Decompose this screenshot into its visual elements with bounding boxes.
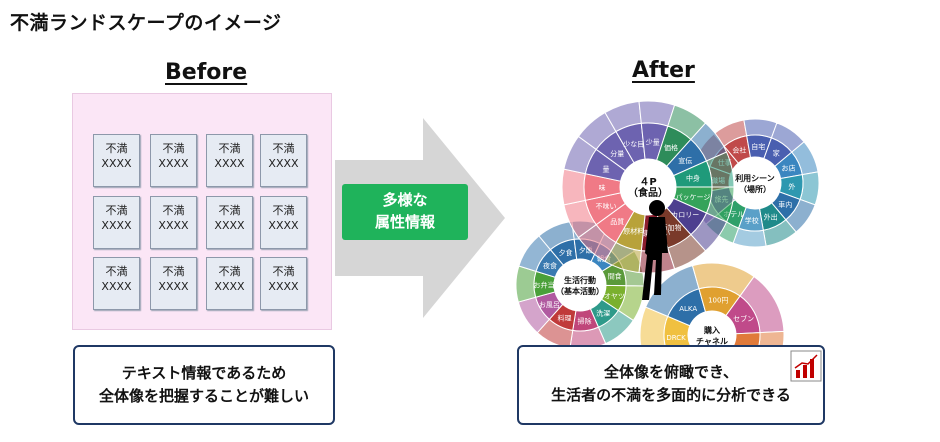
wheel-segment-label: 量	[602, 165, 609, 173]
wheel-segment-label: 原材料	[623, 227, 644, 236]
sunburst-wheels: 夕食夕飯朝食間食オヤツ洗濯掃除料理お風呂お弁当夜食生活行動（基本活動） 職場仕事…	[515, 100, 820, 345]
wheel-segment-label: 品質	[610, 217, 624, 226]
wheel-segment-label: お風呂	[539, 301, 560, 309]
wheel-segment-label: パッケージ	[676, 194, 711, 202]
wheel-segment-label: ALKA	[679, 305, 697, 313]
person-silhouette-icon	[642, 200, 668, 300]
wheel-segment-label: 学校	[745, 216, 759, 225]
wheel-center-label: （食品）	[628, 186, 668, 199]
wheel-center-label: ４P	[639, 176, 656, 188]
wheel-segment-label: 少な目	[623, 140, 644, 148]
wheel-center	[554, 259, 606, 311]
wheel-segment-label: お弁当	[534, 280, 555, 289]
wheel-outer-segment	[561, 168, 586, 206]
wheel-segment-label: 外出	[764, 213, 778, 222]
wheel-segment-label: 100円	[708, 297, 728, 305]
wheel-segment-label: 料理	[558, 314, 572, 323]
wheel-segment-label: 少量	[646, 138, 660, 146]
wheel-center-label: （場所）	[739, 184, 771, 194]
wheel-segment-label: 宣伝	[678, 156, 692, 165]
wheel-segment-label: 夕飯	[579, 245, 593, 254]
wheel-segment-label: オヤツ	[604, 293, 625, 301]
wheel-segment-label: 家	[773, 149, 780, 158]
wheel-center-label: 購入	[703, 325, 720, 335]
wheel-segment-label: カロリー	[671, 211, 699, 219]
wheel-segment-label: 中身	[686, 173, 700, 182]
wheel-segment-label: 掃除	[578, 317, 592, 326]
wheel-segment-label: 不味い	[595, 202, 616, 211]
wheel-segment-label: 自宅	[751, 142, 765, 151]
wheel-segment-label: 夜食	[543, 261, 557, 270]
wheel-segment-label: 味	[599, 183, 606, 192]
wheel-segment-label: DRCK	[666, 334, 686, 342]
attribute-info-badge: 多様な 属性情報	[342, 184, 468, 240]
wheel-segment-label: 添加物	[661, 223, 682, 232]
wheel-center	[620, 159, 676, 215]
wheel-segment-label: 外	[788, 182, 795, 191]
before-title: Before	[165, 60, 248, 85]
after-title: After	[632, 58, 695, 83]
wheel-segment-label: お店	[782, 163, 796, 172]
wheel-center	[688, 311, 736, 345]
after-callout: 全体像を俯瞰でき、 生活者の不満を多面的に分析できる	[517, 345, 825, 425]
wheel-center-label: 利用シーン	[734, 173, 775, 183]
bar-chart-icon	[790, 350, 822, 382]
wheel-segment-label: セブン	[733, 314, 754, 323]
wheel-segment-label: 会社	[732, 145, 746, 154]
wheel-segment-label: 洗濯	[596, 309, 610, 318]
wheel-segment-label: 夕食	[559, 248, 573, 257]
wheel-center	[729, 157, 781, 209]
wheel-segment-label: ホテル	[723, 210, 744, 218]
wheel-center-label: （基本活動）	[556, 286, 604, 296]
wheel-segment-label: 車内	[778, 200, 792, 209]
page-title: 不満ランドスケープのイメージ	[10, 12, 282, 34]
wheel-segment-label: 分量	[610, 149, 624, 158]
wheel-center-label: 生活行動	[564, 275, 596, 285]
wheel-segment-label: 間食	[608, 271, 622, 280]
wheel-segment-label: 価格	[664, 143, 678, 152]
before-callout: テキスト情報であるため 全体像を把握することが難しい	[73, 345, 335, 425]
wheel-center-label: チャネル	[696, 336, 728, 345]
wheel-3: イオンDRCKALKA100円セブンローソンネット購入チャネル	[639, 262, 785, 345]
